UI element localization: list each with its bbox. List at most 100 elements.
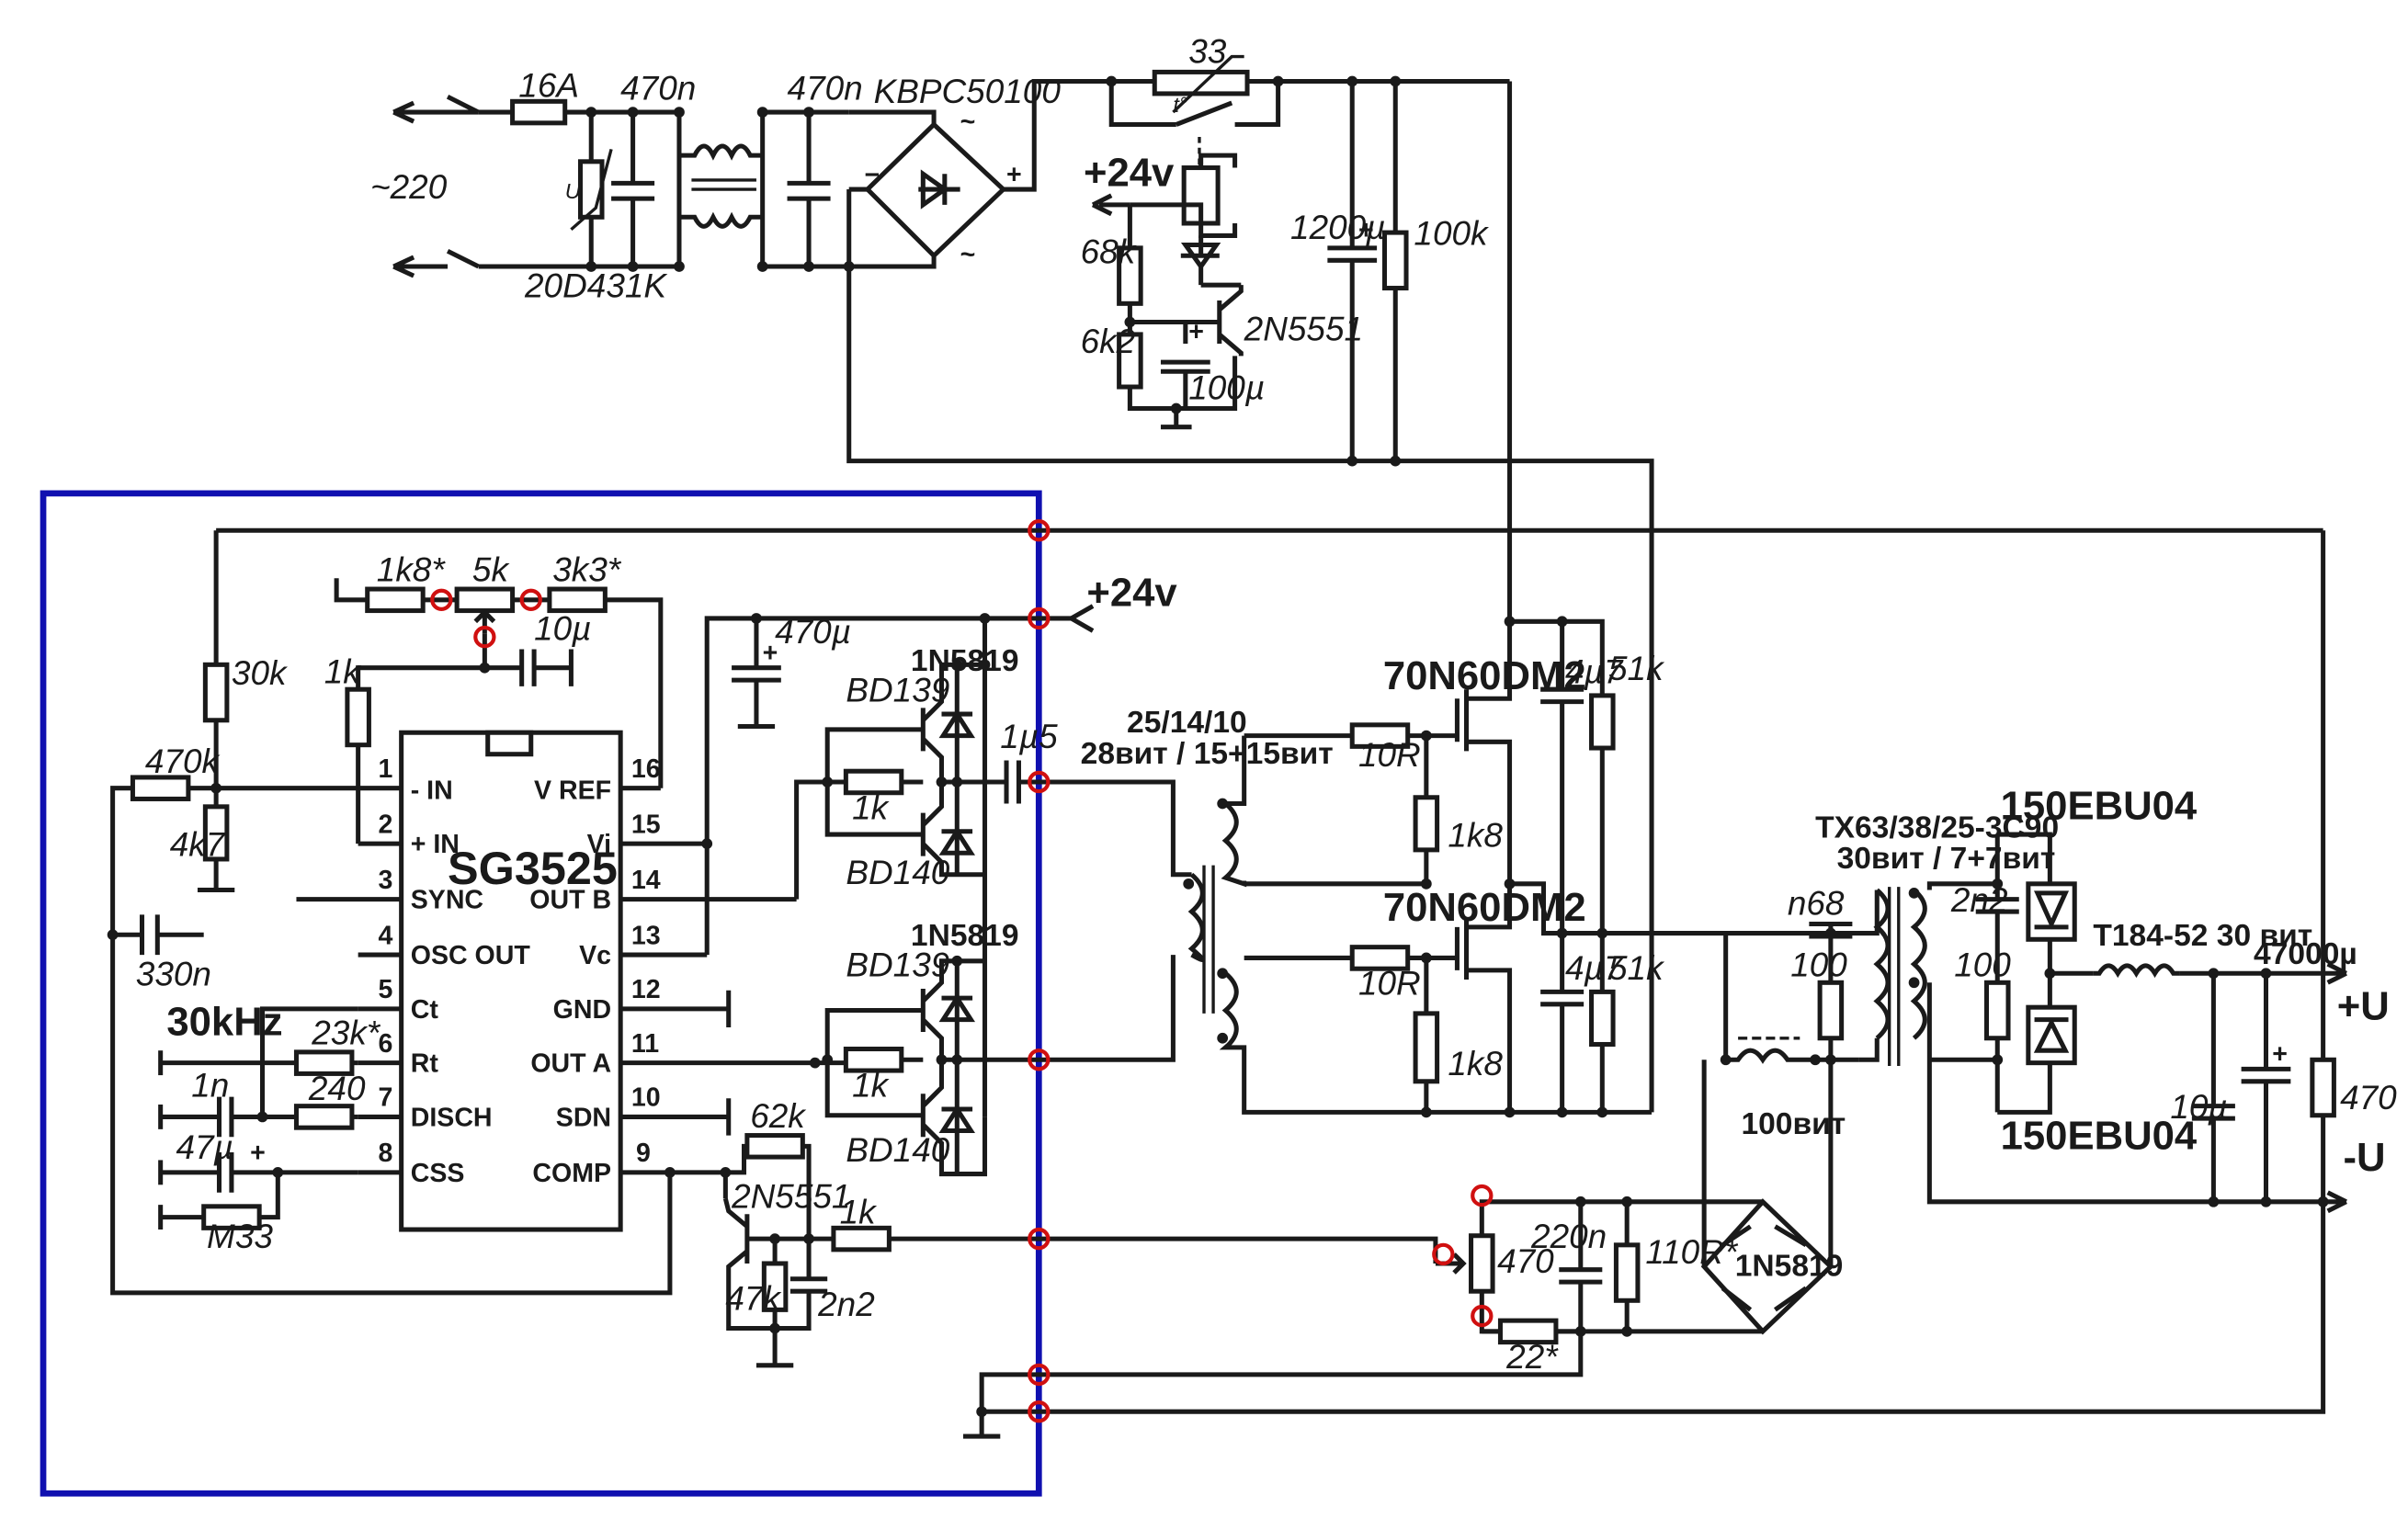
cap-lower-label: 4µ7	[1565, 949, 1624, 987]
diode-top-label: 150EBU04	[2001, 783, 2198, 828]
rg-lower-label: 10R	[1358, 965, 1421, 1003]
c220n-label: 220n	[1530, 1218, 1607, 1255]
cap2-label: 470n	[788, 70, 863, 108]
cap1-label: 470n	[620, 70, 696, 108]
r22-label: 22*	[1505, 1338, 1559, 1376]
pin-16-num: 16	[631, 754, 661, 784]
pin-1-num: 1	[378, 754, 392, 784]
npn-lower-label: BD139	[846, 946, 949, 984]
pin-14-num: 14	[631, 866, 661, 895]
pin-13-num: 13	[631, 921, 661, 950]
pin-4-num: 4	[378, 921, 392, 950]
snub-r-label: 100	[1790, 946, 1847, 984]
pin-4-name: OSC OUT	[411, 941, 531, 970]
controller-board-frame	[40, 490, 1042, 1497]
r68k-label: 68k	[1081, 233, 1138, 271]
ct-pot-label: 470	[1497, 1242, 1554, 1280]
r62k-label: 62k	[750, 1097, 807, 1135]
css-label: 47µ	[176, 1128, 233, 1166]
r30k-label: 30k	[232, 654, 289, 692]
res-lower-label: 51k	[1608, 949, 1665, 987]
pin-2-num: 2	[378, 810, 392, 839]
svg-text:+: +	[1006, 160, 1022, 189]
bulk-cap-label: 1200µ	[1290, 209, 1385, 246]
pin-14-name: OUT B	[529, 886, 611, 915]
mosfet-upper-label: 70N60DM2	[1383, 653, 1586, 698]
svg-text:+: +	[2272, 1040, 2288, 1070]
pot5k-label: 5k	[472, 551, 511, 589]
pnp-lower-label: BD140	[846, 1131, 949, 1169]
r110-label: 110R*	[1645, 1233, 1739, 1271]
pnp-upper-label: BD140	[846, 854, 949, 891]
mains-voltage-label: ~220	[370, 168, 448, 206]
r240-label: 240	[308, 1070, 366, 1107]
r47k-label: 47k	[725, 1279, 782, 1317]
out-snub-r-label: 100	[1954, 946, 2011, 984]
pin-15-num: 15	[631, 810, 661, 839]
c10u-out-label: 10µ	[2170, 1088, 2227, 1126]
pin-3-name: SYNC	[411, 886, 483, 915]
q2n5551-label: 2N5551	[1244, 311, 1363, 348]
varistor	[577, 159, 605, 220]
c470u-label: 470µ	[775, 613, 851, 651]
diode-bottom-label: 150EBU04	[2001, 1114, 2198, 1159]
r4k7-label: 4k7	[170, 826, 226, 864]
pin-5-name: Ct	[411, 995, 439, 1025]
pin-10-name: SDN	[556, 1104, 611, 1133]
rgs-lower-label: 1k8	[1448, 1045, 1503, 1082]
pin-8-num: 8	[378, 1139, 392, 1168]
rb-upper-label: 1k	[852, 788, 891, 826]
snub-c-label: n68	[1788, 884, 1845, 922]
pin-6-name: Rt	[411, 1049, 439, 1079]
pin-3-num: 3	[378, 866, 392, 895]
c100u-label: 100µ	[1188, 368, 1265, 406]
varistor-u-label: U	[565, 179, 582, 203]
pin-5-num: 5	[378, 975, 392, 1004]
output-positive-label: +U	[2337, 984, 2390, 1029]
svg-text:+: +	[1358, 216, 1374, 245]
c2n2-label: 2n2	[817, 1286, 875, 1323]
c47000-label: 47000µ	[2254, 937, 2357, 971]
pin-12-num: 12	[631, 975, 661, 1004]
c10u-label: 10µ	[534, 609, 591, 647]
c330n-label: 330n	[136, 956, 211, 993]
load-label: 470	[2340, 1079, 2397, 1116]
ntc-t-label: t°	[1173, 93, 1187, 117]
ct-label: 1n	[191, 1067, 229, 1105]
pin-6-num: 6	[378, 1029, 392, 1059]
out-snub-c-label: 2n2	[1950, 881, 2008, 919]
pin-11-num: 11	[631, 1029, 659, 1059]
pin-7-name: DISCH	[411, 1104, 493, 1133]
fuse-label: 16A	[518, 66, 579, 104]
current-sense	[720, 1060, 2326, 1439]
bleed-label: 100k	[1414, 215, 1490, 253]
cap-upper-label: 4µ7	[1565, 652, 1624, 690]
bridge-label: KBPC50100	[874, 73, 1062, 110]
pin-16-name: V REF	[534, 776, 611, 805]
svg-text:~: ~	[960, 241, 976, 270]
pin-15-name: Vi	[587, 830, 611, 859]
svg-text:+: +	[250, 1139, 266, 1168]
ct-turns-label: 100вит	[1741, 1107, 1846, 1141]
output-stage	[1908, 530, 2347, 1214]
svg-text:+: +	[763, 639, 778, 668]
ct-bridge-label: 1N5819	[1735, 1249, 1844, 1283]
rt-label: 23k*	[311, 1014, 381, 1051]
pin-11-name: OUT A	[530, 1049, 611, 1079]
mains-input	[392, 78, 1654, 1113]
gate-driver	[794, 659, 1653, 1177]
power-stage	[1244, 616, 1901, 1118]
npn-upper-label: BD139	[846, 672, 949, 709]
pin-9-name: COMP	[532, 1159, 611, 1188]
output-negative-label: -U	[2343, 1135, 2385, 1180]
pin-10-num: 10	[631, 1083, 661, 1113]
pin-1-name: - IN	[411, 776, 453, 805]
transformer-turns-label: 30вит / 7+7вит	[1837, 842, 2056, 876]
rm33-label: M33	[207, 1218, 273, 1255]
r3k3-label: 3k3*	[552, 551, 622, 589]
rb-lower-label: 1k	[852, 1067, 891, 1105]
pin-8-name: CSS	[411, 1159, 465, 1188]
svg-text:~: ~	[960, 108, 976, 137]
frequency-label: 30kHz	[166, 999, 282, 1044]
